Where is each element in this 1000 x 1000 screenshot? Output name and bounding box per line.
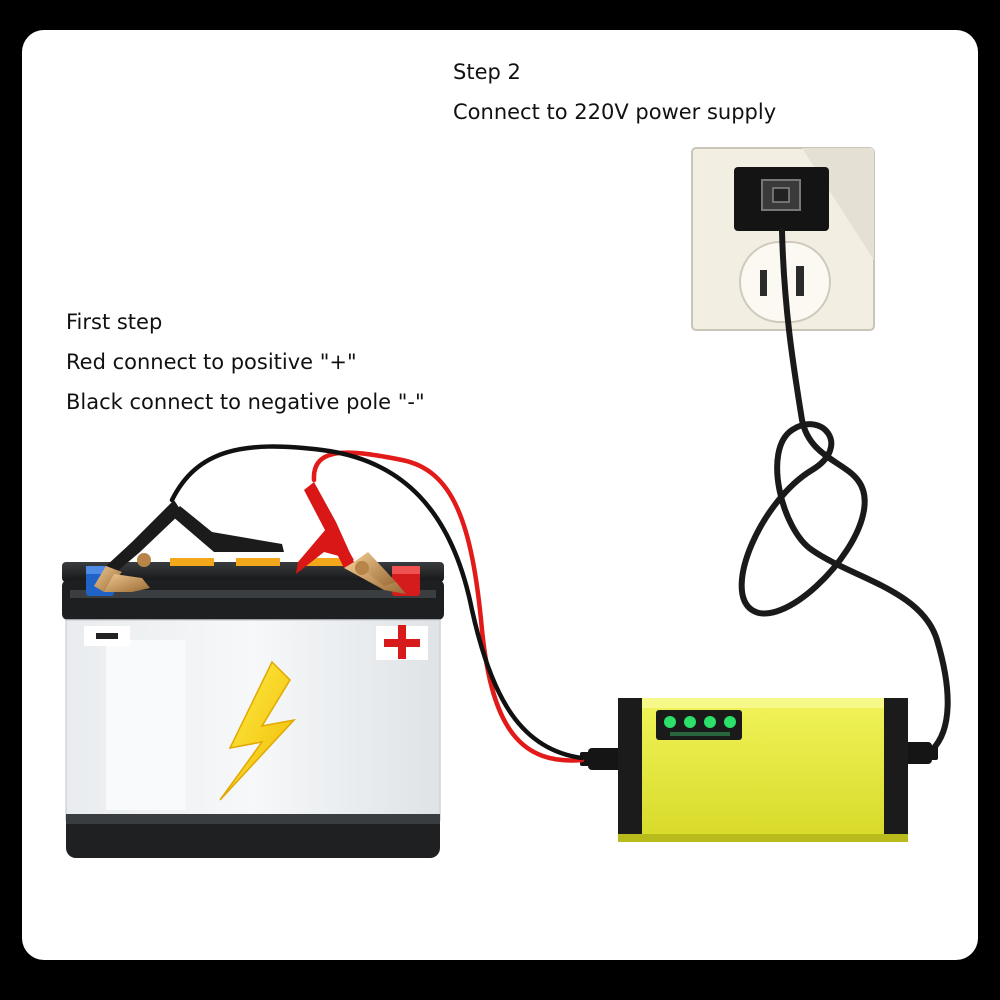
car-battery: - + (22, 30, 444, 858)
step-1-red-instruction: Red connect to positive "+" (66, 350, 357, 374)
led-indicator-1 (664, 716, 676, 728)
step-1-black-instruction: Black connect to negative pole "-" (66, 390, 425, 414)
led-indicator-2 (684, 716, 696, 728)
led-indicator-3 (704, 716, 716, 728)
negative-symbol: - (22, 30, 23, 31)
lightning-bolt-icon (219, 660, 297, 801)
battery-charger (618, 698, 908, 842)
step-2-heading: Step 2 (453, 60, 521, 84)
charger-input-strain-relief (902, 742, 938, 764)
black-cable (169, 444, 585, 761)
power-plug (734, 167, 829, 231)
step-1-caption: First step Red connect to positive "+" B… (66, 302, 425, 422)
charger-output-strain-relief (580, 748, 622, 770)
power-cord (738, 228, 951, 753)
step-2-detail: Connect to 220V power supply (453, 100, 777, 124)
black-alligator-clip-icon (94, 500, 284, 592)
wiring-diagram: - + (22, 30, 951, 858)
step-2-caption: Step 2 Connect to 220V power supply (453, 52, 776, 132)
positive-symbol: + (22, 30, 23, 31)
red-alligator-clip-icon (296, 482, 406, 594)
illustration-panel: - + (22, 30, 978, 960)
led-indicator-4 (724, 716, 736, 728)
step-1-heading: First step (66, 310, 163, 334)
